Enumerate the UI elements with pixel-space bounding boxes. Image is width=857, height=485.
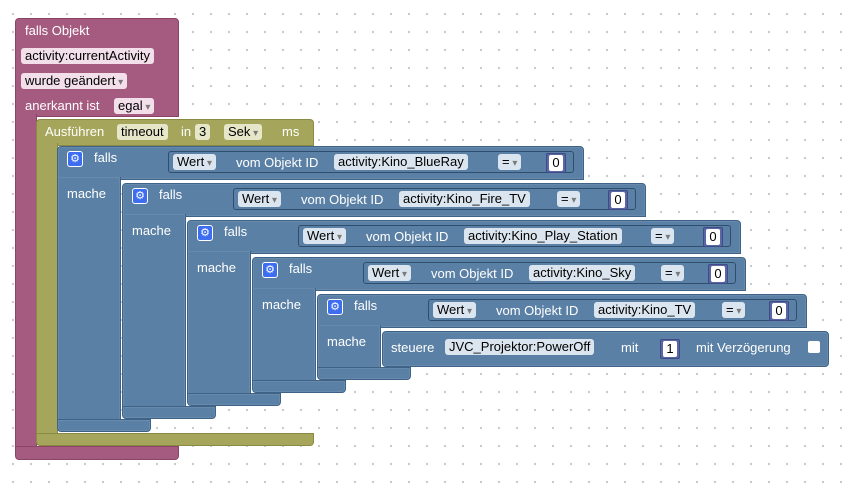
control-with-label: mit bbox=[621, 340, 639, 355]
number-value-2[interactable]: 0 bbox=[611, 192, 625, 208]
of-object-label-4: vom Objekt ID bbox=[431, 266, 514, 281]
operator-dropdown-3[interactable]: = bbox=[651, 228, 675, 244]
value-dropdown-1[interactable]: Wert bbox=[173, 154, 217, 170]
if-label-5: falls bbox=[354, 298, 378, 313]
ack-label: anerkannt ist bbox=[25, 98, 100, 113]
control-delay-label: mit Verzögerung bbox=[696, 340, 791, 355]
timeout-ms-label: ms bbox=[282, 124, 300, 139]
timeout-block[interactable] bbox=[36, 119, 314, 146]
if-block-5-footer bbox=[317, 367, 411, 380]
if-block-3-footer bbox=[187, 393, 281, 406]
number-value-5[interactable]: 0 bbox=[772, 303, 786, 319]
number-value-3[interactable]: 0 bbox=[706, 229, 720, 245]
if-label-2: falls bbox=[159, 187, 183, 202]
gear-icon[interactable]: ⚙ bbox=[132, 188, 148, 204]
operator-dropdown-1[interactable]: = bbox=[498, 154, 522, 170]
number-block-3[interactable]: 0 bbox=[703, 227, 723, 247]
timeout-in-label: in bbox=[181, 124, 192, 139]
do-label-3: mache bbox=[197, 260, 237, 275]
of-object-label-5: vom Objekt ID bbox=[496, 303, 579, 318]
control-number-value[interactable]: 1 bbox=[663, 341, 677, 357]
if-label-3: falls bbox=[224, 224, 248, 239]
number-block-2[interactable]: 0 bbox=[608, 190, 628, 210]
timeout-label: Ausführen bbox=[45, 124, 105, 139]
do-label-5: mache bbox=[327, 334, 367, 349]
delay-checkbox[interactable] bbox=[808, 341, 820, 353]
gear-icon[interactable]: ⚙ bbox=[327, 299, 343, 315]
control-number-block[interactable]: 1 bbox=[660, 339, 680, 359]
gear-icon[interactable]: ⚙ bbox=[262, 262, 278, 278]
if-block-1-footer bbox=[57, 419, 151, 432]
gear-icon[interactable]: ⚙ bbox=[67, 151, 83, 167]
operator-dropdown-2[interactable]: = bbox=[557, 191, 581, 207]
number-value-1[interactable]: 0 bbox=[549, 155, 563, 171]
object-id-field-3[interactable]: activity:Kino_Play_Station bbox=[464, 228, 622, 244]
of-object-label-2: vom Objekt ID bbox=[301, 192, 384, 207]
number-block-1[interactable]: 0 bbox=[546, 153, 566, 173]
do-label-2: mache bbox=[132, 223, 172, 238]
object-id-field-2[interactable]: activity:Kino_Fire_TV bbox=[399, 191, 530, 207]
timeout-block-footer bbox=[36, 433, 314, 446]
if-block-1-body bbox=[57, 177, 121, 422]
control-object-id-field[interactable]: JVC_Projektor:PowerOff bbox=[445, 339, 595, 355]
trigger-block-footer bbox=[15, 446, 179, 460]
number-value-4[interactable]: 0 bbox=[711, 266, 725, 282]
if-block-2-footer bbox=[122, 406, 216, 419]
value-dropdown-3[interactable]: Wert bbox=[303, 228, 347, 244]
of-object-label-1: vom Objekt ID bbox=[236, 155, 319, 170]
trigger-title: falls Objekt bbox=[25, 23, 90, 38]
do-label-1: mache bbox=[67, 186, 107, 201]
operator-dropdown-4[interactable]: = bbox=[661, 265, 685, 281]
number-block-4[interactable]: 0 bbox=[708, 264, 728, 284]
number-block-5[interactable]: 0 bbox=[769, 301, 789, 321]
value-dropdown-2[interactable]: Wert bbox=[238, 191, 282, 207]
object-id-field-1[interactable]: activity:Kino_BlueRay bbox=[334, 154, 468, 170]
if-label-4: falls bbox=[289, 261, 313, 276]
trigger-block-spine bbox=[15, 114, 37, 448]
ack-value-dropdown[interactable]: egal bbox=[114, 98, 155, 114]
if-block-4-body bbox=[252, 288, 316, 383]
operator-dropdown-5[interactable]: = bbox=[722, 302, 746, 318]
control-label: steuere bbox=[391, 340, 435, 355]
trigger-object-id-field[interactable]: activity:currentActivity bbox=[21, 48, 154, 64]
timeout-name-field[interactable]: timeout bbox=[117, 124, 168, 140]
timeout-block-spine bbox=[36, 143, 58, 435]
value-dropdown-4[interactable]: Wert bbox=[368, 265, 412, 281]
of-object-label-3: vom Objekt ID bbox=[366, 229, 449, 244]
trigger-condition-dropdown[interactable]: wurde geändert bbox=[21, 73, 128, 89]
timeout-unit-dropdown[interactable]: Sek bbox=[224, 124, 263, 140]
if-label-1: falls bbox=[94, 150, 118, 165]
gear-icon[interactable]: ⚙ bbox=[197, 225, 213, 241]
if-block-2-body bbox=[122, 214, 186, 409]
object-id-field-4[interactable]: activity:Kino_Sky bbox=[529, 265, 636, 281]
control-block[interactable] bbox=[382, 331, 829, 367]
object-id-field-5[interactable]: activity:Kino_TV bbox=[594, 302, 696, 318]
if-block-3-body bbox=[187, 251, 251, 396]
value-dropdown-5[interactable]: Wert bbox=[433, 302, 477, 318]
do-label-4: mache bbox=[262, 297, 302, 312]
if-block-4-footer bbox=[252, 380, 346, 393]
timeout-value-field[interactable]: 3 bbox=[195, 124, 211, 140]
